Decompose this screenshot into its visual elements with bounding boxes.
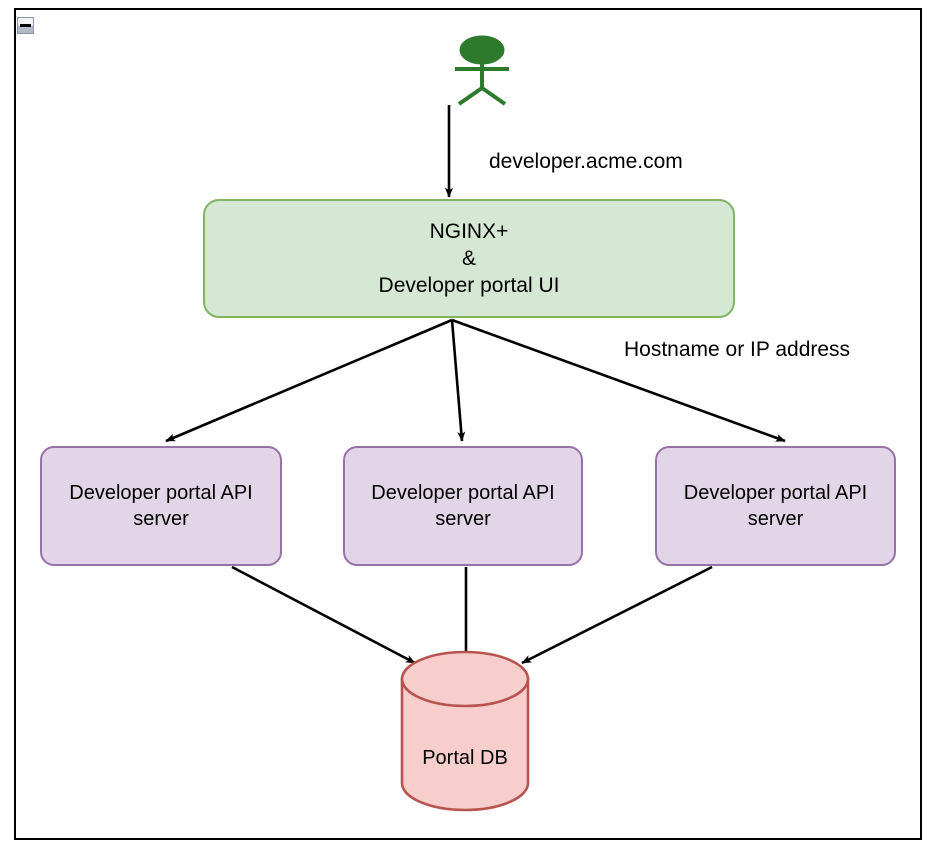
node-nginx-line-1: NGINX+ bbox=[429, 219, 509, 243]
node-api-server-1-label: Developer portal API server bbox=[69, 482, 253, 530]
minus-icon bbox=[20, 24, 31, 27]
edge-label-developer-acme-com: developer.acme.com bbox=[489, 150, 683, 173]
node-nginx[interactable]: NGINX+ & Developer portal UI bbox=[203, 199, 735, 318]
collapse-toggle-button[interactable] bbox=[17, 17, 34, 34]
node-api-server-1[interactable]: Developer portal API server bbox=[40, 446, 282, 566]
diagram-frame bbox=[14, 8, 922, 840]
node-nginx-line-3: Developer portal UI bbox=[378, 274, 560, 298]
node-nginx-line-2: & bbox=[461, 246, 476, 270]
node-nginx-label: NGINX+ & Developer portal UI bbox=[371, 218, 568, 300]
node-portal-db-label: Portal DB bbox=[422, 747, 508, 769]
edge-label-hostname-or-ip-address: Hostname or IP address bbox=[624, 338, 851, 361]
node-api-server-2[interactable]: Developer portal API server bbox=[343, 446, 583, 566]
node-api-server-3[interactable]: Developer portal API server bbox=[655, 446, 896, 566]
node-api-server-2-label: Developer portal API server bbox=[371, 482, 555, 530]
node-api-server-3-label: Developer portal API server bbox=[683, 482, 868, 530]
